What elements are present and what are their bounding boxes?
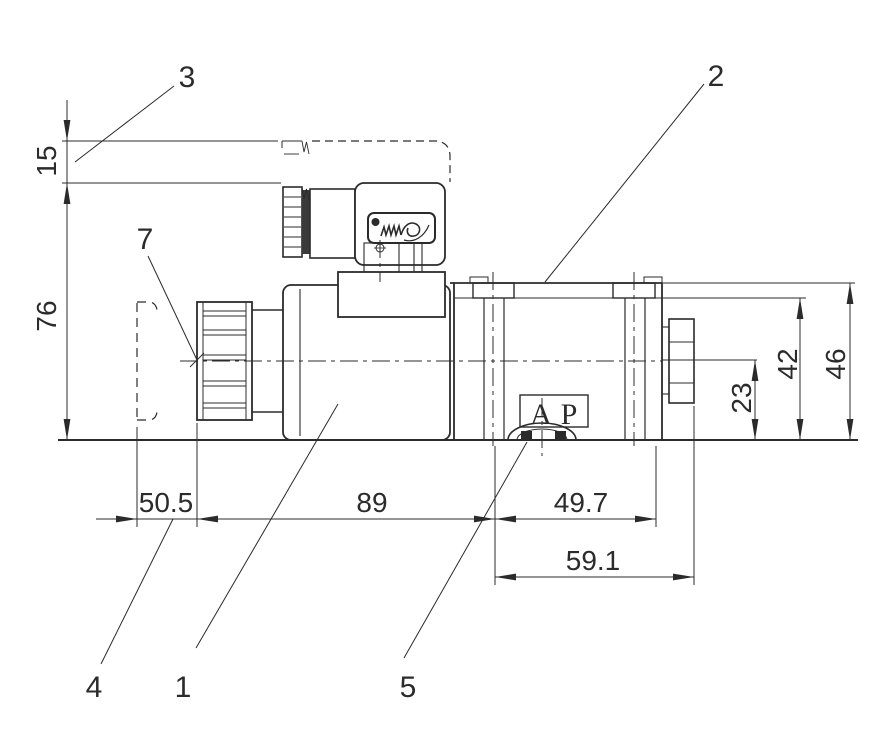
callout-4: 4 bbox=[86, 671, 103, 704]
callout-leaders bbox=[74, 83, 705, 665]
centerlines bbox=[180, 240, 662, 456]
dim-label-23: 23 bbox=[726, 382, 757, 413]
callout-2: 2 bbox=[708, 60, 725, 93]
dim-label-76: 76 bbox=[31, 300, 62, 331]
extension-lines bbox=[62, 100, 855, 585]
leader-1 bbox=[195, 403, 339, 649]
knurl-stripes bbox=[203, 310, 246, 409]
dim-label-49-7: 49.7 bbox=[554, 487, 609, 518]
seal-left bbox=[521, 431, 532, 440]
cable-gland bbox=[282, 186, 356, 259]
dimension-graphics bbox=[63, 120, 854, 581]
leader-2 bbox=[544, 83, 705, 283]
gland-body bbox=[309, 188, 356, 259]
knob-shaft bbox=[252, 309, 284, 413]
hex-plug bbox=[661, 318, 695, 404]
port-labels: A P bbox=[530, 398, 577, 431]
leader-5 bbox=[403, 441, 528, 659]
leader-3 bbox=[74, 85, 175, 163]
dim-label-50-5: 50.5 bbox=[139, 487, 194, 518]
leader-7-tick bbox=[189, 352, 205, 368]
mounting-bolt-left bbox=[469, 276, 515, 440]
thread-zigzag bbox=[301, 187, 310, 201]
mounting-bolt-right bbox=[612, 276, 663, 440]
callout-3: 3 bbox=[179, 61, 196, 94]
dimension-labels: 15 76 50.5 89 49.7 59.1 23 42 46 bbox=[31, 145, 851, 576]
dim-label-59-1: 59.1 bbox=[566, 545, 621, 576]
thread-band bbox=[302, 190, 310, 254]
dim-label-42: 42 bbox=[772, 348, 803, 379]
dim-label-15: 15 bbox=[31, 145, 62, 176]
logo-plate bbox=[367, 212, 436, 244]
dimension-arrowheads bbox=[63, 120, 854, 581]
gland-alt-profile bbox=[281, 140, 310, 155]
terminal-box bbox=[337, 271, 446, 318]
connector-alt-profile bbox=[312, 140, 451, 182]
port-label-a: A bbox=[530, 398, 552, 431]
callout-1: 1 bbox=[175, 671, 192, 704]
leader-7 bbox=[147, 255, 198, 361]
gland-knurl-stripes bbox=[284, 196, 301, 248]
port-label-box bbox=[519, 394, 589, 428]
dim-label-46: 46 bbox=[820, 348, 851, 379]
seal-right bbox=[555, 431, 566, 440]
leader-4 bbox=[100, 518, 174, 665]
logo-dot-icon bbox=[371, 218, 380, 226]
valve-parts bbox=[196, 182, 695, 441]
dim-label-89: 89 bbox=[356, 487, 387, 518]
alternate-position-outlines bbox=[136, 140, 451, 421]
callout-7: 7 bbox=[137, 223, 154, 256]
callout-labels: 3 2 7 4 1 5 bbox=[86, 60, 725, 704]
knob-pulled-profile bbox=[136, 301, 158, 421]
callout-5: 5 bbox=[400, 671, 417, 704]
logo-script-icon bbox=[380, 222, 430, 242]
port-label-p: P bbox=[561, 398, 578, 431]
